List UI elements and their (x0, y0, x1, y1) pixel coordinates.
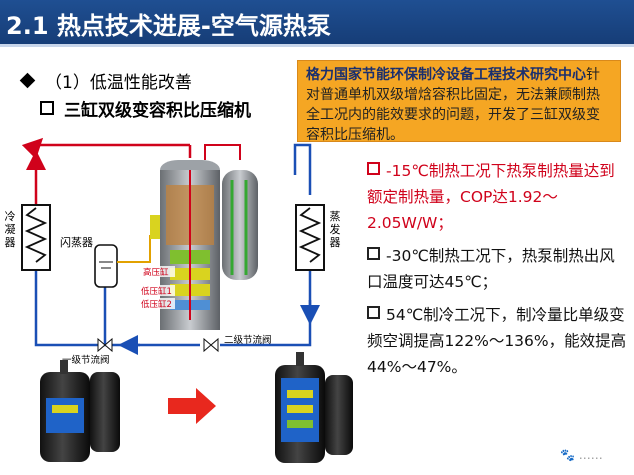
claim-item: -30℃制热工况下，热泵制热出风口温度可达45℃； (367, 243, 629, 295)
cylinder-labels (141, 266, 175, 309)
claim-item: -15℃制热工况下热泵制热量达到额定制热量，COP达1.92～2.05W/W； (367, 158, 629, 236)
hp-cylinder-label: 高压缸 (143, 268, 169, 278)
evaporator-label: 蒸发器 (329, 210, 341, 249)
info-box: 格力国家节能环保制冷设备工程技术研究中心针对普通单机双级增焓容积比固定，无法兼顾… (297, 60, 621, 143)
red-arrow-icon (168, 388, 216, 424)
flash-tank (94, 235, 151, 288)
info-box-highlight: 格力国家节能环保制冷设备工程技术研究中心 (306, 67, 586, 83)
claim-text: -30℃制热工况下，热泵制热出风口温度可达45℃； (367, 247, 615, 291)
valve-1 (97, 337, 113, 353)
title-underline (0, 44, 634, 47)
lp-cylinder2-label: 低压缸2 (141, 300, 172, 310)
compressor-photo-right (275, 352, 353, 463)
valve-2-label: 二级节流阀 (224, 335, 272, 346)
condenser-label: 冷凝器 (4, 210, 16, 249)
lp-cylinder1-label: 低压缸1 (141, 287, 172, 297)
square-bullet-icon (367, 306, 380, 319)
flash-tank-label: 闪蒸器 (60, 236, 93, 249)
valve-1-label: 一级节流阀 (62, 355, 110, 366)
claims-list: -15℃制热工况下热泵制热量达到额定制热量，COP达1.92～2.05W/W； … (367, 158, 629, 387)
title-bar: 2.1 热点技术进展-空气源热泵 (0, 0, 634, 44)
claim-item: 54℃制冷工况下，制冷量比单级变频空调提高122%～136%，能效提高44%～4… (367, 302, 629, 380)
info-box-text: 针对普通单机双级增焓容积比固定，无法兼顾制热全工况内的能效要求的问题，开发了三缸… (306, 67, 600, 143)
bullet-low-temp-text: （1）低温性能改善 (45, 73, 192, 93)
watermark: 🐾 …… (560, 448, 603, 462)
claim-text: -15℃制热工况下热泵制热量达到额定制热量，COP达1.92～2.05W/W； (367, 162, 615, 232)
evaporator (295, 204, 325, 271)
square-bullet-icon (40, 101, 54, 115)
bullet-compressor: 三缸双级变容积比压缩机 (40, 96, 251, 121)
bullet-low-temp: （1）低温性能改善 (19, 68, 192, 93)
claim-text: 54℃制冷工况下，制冷量比单级变频空调提高122%～136%，能效提高44%～4… (367, 306, 627, 376)
bullet-compressor-text: 三缸双级变容积比压缩机 (64, 101, 251, 121)
slide-title: 2.1 热点技术进展-空气源热泵 (6, 12, 331, 40)
compressor-photo-left (40, 360, 120, 462)
square-bullet-icon (367, 247, 380, 260)
condenser (21, 204, 51, 271)
square-bullet-icon (367, 162, 380, 175)
valve-2 (203, 337, 219, 353)
